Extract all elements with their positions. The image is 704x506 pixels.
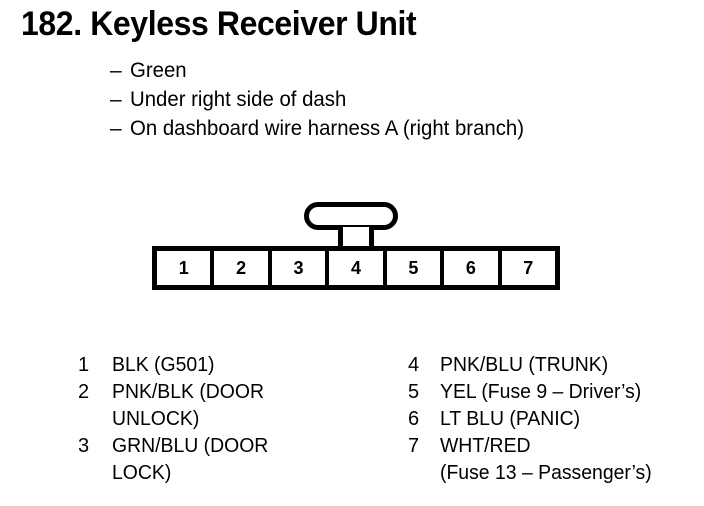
legend-item: 5 YEL (Fuse 9 – Driver’s)	[408, 379, 700, 406]
legend-pin-label: PNK/BLK (DOOR UNLOCK)	[112, 379, 378, 433]
legend-pin-label: PNK/BLU (TRUNK)	[440, 352, 700, 379]
legend-label-line: WHT/RED	[440, 435, 531, 457]
connector-pin-row: 1 2 3 4 5 6 7	[152, 246, 560, 290]
legend-pin-label: BLK (G501)	[112, 352, 378, 379]
connector-tab-neck	[338, 227, 374, 249]
dash-icon: –	[110, 117, 122, 140]
description-text: Green	[130, 59, 187, 82]
legend-pin-number: 4	[408, 354, 420, 376]
legend-label-line: LT BLU (PANIC)	[440, 408, 581, 430]
connector-diagram: 1 2 3 4 5 6 7	[152, 200, 560, 292]
pin-cell: 2	[214, 251, 268, 285]
legend-pin-number: 3	[78, 435, 90, 457]
description-item: – Under right side of dash	[110, 85, 670, 114]
pin-cell: 4	[329, 251, 383, 285]
legend-label-line: (Fuse 13 – Passenger’s)	[440, 462, 652, 484]
pin-cell: 7	[501, 251, 555, 285]
page-title: 182. Keyless Receiver Unit	[21, 5, 417, 43]
description-text: Under right side of dash	[130, 88, 347, 111]
legend-pin-label: WHT/RED (Fuse 13 – Passenger’s)	[440, 433, 700, 487]
pin-cell: 5	[386, 251, 441, 285]
legend-pin-label: LT BLU (PANIC)	[440, 406, 700, 433]
legend-item: 6 LT BLU (PANIC)	[408, 406, 700, 433]
dash-icon: –	[110, 59, 122, 82]
legend-label-line: YEL (Fuse 9 – Driver’s)	[440, 381, 642, 403]
connector-locking-tab	[304, 202, 398, 230]
legend-item: 2 PNK/BLK (DOOR UNLOCK)	[78, 379, 378, 433]
description-text: On dashboard wire harness A (right branc…	[130, 117, 525, 140]
legend-pin-number: 1	[78, 354, 90, 376]
legend-item: 3 GRN/BLU (DOOR LOCK)	[78, 433, 378, 487]
legend-item: 7 WHT/RED (Fuse 13 – Passenger’s)	[408, 433, 700, 487]
pin-cell: 3	[271, 251, 326, 285]
legend-label-line: PNK/BLU (TRUNK)	[440, 354, 609, 376]
legend-label-line: BLK (G501)	[112, 354, 215, 376]
legend-pin-label: YEL (Fuse 9 – Driver’s)	[440, 379, 700, 406]
legend-label-line: UNLOCK)	[112, 408, 200, 430]
legend-item: 1 BLK (G501)	[78, 352, 378, 379]
legend-label-line: LOCK)	[112, 462, 172, 484]
description-item: – Green	[110, 56, 670, 85]
legend-pin-number: 2	[78, 381, 90, 403]
pin-legend-right: 4 PNK/BLU (TRUNK) 5 YEL (Fuse 9 – Driver…	[408, 352, 700, 487]
legend-item: 4 PNK/BLU (TRUNK)	[408, 352, 700, 379]
legend-label-line: GRN/BLU (DOOR	[112, 435, 269, 457]
pin-legend-left: 1 BLK (G501) 2 PNK/BLK (DOOR UNLOCK) 3 G…	[78, 352, 378, 487]
description-item: – On dashboard wire harness A (right bra…	[110, 114, 670, 143]
legend-pin-number: 6	[408, 408, 420, 430]
pin-cell: 1	[157, 251, 211, 285]
legend-pin-label: GRN/BLU (DOOR LOCK)	[112, 433, 378, 487]
legend-label-line: PNK/BLK (DOOR	[112, 381, 265, 403]
dash-icon: –	[110, 88, 122, 111]
description-list: – Green – Under right side of dash – On …	[110, 56, 670, 143]
pin-cell: 6	[444, 251, 498, 285]
legend-pin-number: 5	[408, 381, 420, 403]
legend-pin-number: 7	[408, 435, 420, 457]
